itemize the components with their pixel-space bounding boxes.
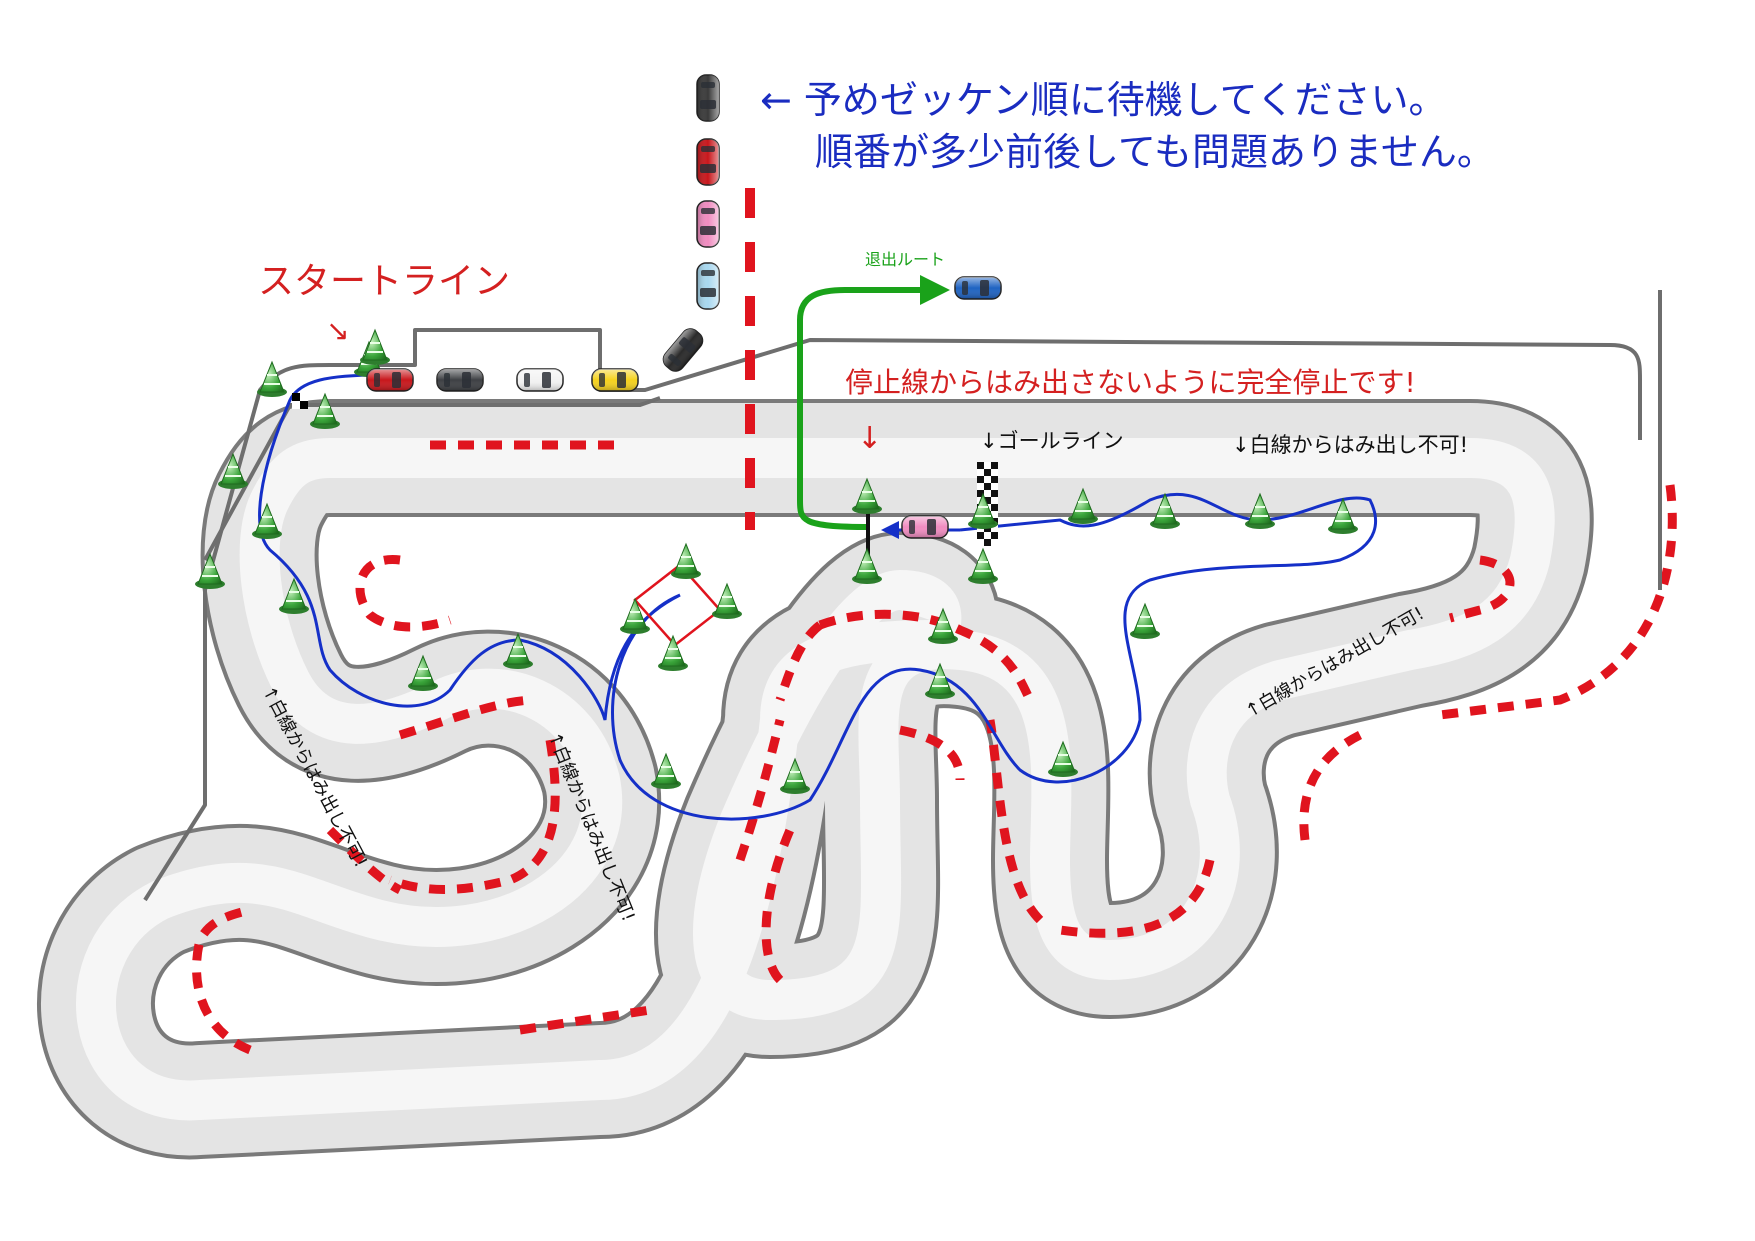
exit-car-blue <box>954 276 1002 300</box>
kerb-left-loop <box>388 739 560 894</box>
exit-route-label: 退出ルート <box>865 250 945 269</box>
queue-car-pink <box>696 200 720 248</box>
goal-line-label: ↓ゴールライン <box>980 429 1124 453</box>
kerb-bottom-straight <box>519 1005 651 1035</box>
kerb-left-inner-2 <box>398 695 536 740</box>
kerb-bottom-left <box>192 905 252 1055</box>
wait-note-line2: 順番が多少前後しても問題ありません。 <box>815 130 1495 174</box>
cone-marker <box>670 543 702 580</box>
wait-note-line1: ← 予めゼッケン順に待機してください。 <box>760 78 1447 122</box>
kerb-right-lower <box>1299 730 1363 841</box>
start-line-flag <box>292 393 308 409</box>
cone-marker <box>359 329 391 366</box>
no-overrun-label-top: ↓白線からはみ出し不可! <box>1232 433 1468 457</box>
kerb-right-hairpin <box>1439 484 1677 720</box>
start-line-label: スタートライン <box>258 261 510 302</box>
racing-line <box>258 373 1377 821</box>
kerb-center-inner <box>899 725 965 781</box>
start-car-darkgray <box>436 368 484 392</box>
stop-notice-arrow: ↓ <box>857 421 882 456</box>
queue-car-black <box>696 74 720 122</box>
exit-route-arrow <box>797 275 950 530</box>
stop-notice: 停止線からはみ出さないように完全停止です! <box>845 366 1416 399</box>
kerb-left-s <box>326 826 403 895</box>
kerb-center-left <box>775 621 823 702</box>
track <box>37 399 1594 1160</box>
start-car-white <box>516 368 564 392</box>
cone-marker <box>657 635 689 672</box>
kerb-left-inner-1 <box>355 555 452 632</box>
start-line-arrow: ↘ <box>326 314 349 347</box>
start-car-red <box>366 368 414 392</box>
cone-marker <box>619 598 651 635</box>
cone-marker <box>1129 603 1161 640</box>
cone-marker <box>256 361 288 398</box>
queue-car-red <box>696 138 720 186</box>
queue-car-lightblue <box>696 262 720 310</box>
kerbs <box>192 440 1677 1055</box>
start-car-yellow <box>591 368 639 392</box>
kerb-center-bump <box>818 609 1035 703</box>
kerb-right-inner <box>1448 555 1515 623</box>
pit-car-black <box>662 328 704 372</box>
stopped-car-pink <box>901 515 949 539</box>
kerb-mid-s <box>1059 859 1215 938</box>
cars <box>366 74 1002 539</box>
cone-marker <box>711 583 743 620</box>
kerb-valley <box>761 828 795 984</box>
